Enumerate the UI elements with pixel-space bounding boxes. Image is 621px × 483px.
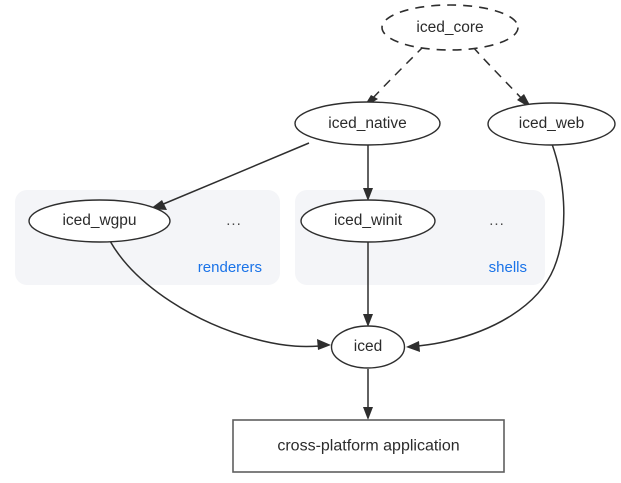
- node-iced-core-label: iced_core: [416, 19, 483, 36]
- node-iced-wgpu[interactable]: iced_wgpu: [28, 199, 171, 243]
- node-iced-wgpu-shape[interactable]: [28, 199, 171, 243]
- edge-iced-native-to-iced-winit: [363, 145, 373, 201]
- node-iced-web-label: iced_web: [519, 115, 585, 132]
- cluster-shells-label: shells: [489, 259, 527, 276]
- node-cross-platform-application-label: cross-platform application: [277, 438, 459, 455]
- cluster-renderers-ellipsis: ...: [226, 212, 242, 229]
- node-iced-winit-label: iced_winit: [334, 212, 403, 229]
- node-cross-platform-application[interactable]: cross-platform application: [232, 419, 505, 473]
- edge-iced-core-to-iced-web: [472, 46, 532, 109]
- node-iced-native[interactable]: iced_native: [294, 101, 441, 146]
- node-iced-native-shape[interactable]: [294, 101, 441, 146]
- node-iced-core[interactable]: iced_core: [381, 4, 519, 51]
- edge-iced-web-to-iced-line: [417, 143, 565, 347]
- edge-iced-wgpu-to-iced-line: [109, 240, 321, 348]
- cluster-renderers-label: renderers: [198, 259, 262, 276]
- edge-iced-native-to-iced-wgpu-line: [160, 142, 310, 206]
- edge-iced-core-to-iced-native-line: [370, 45, 425, 101]
- node-iced-winit-shape[interactable]: [300, 199, 436, 243]
- node-cross-platform-application-shape[interactable]: [232, 419, 505, 473]
- node-iced-core-shape[interactable]: [381, 4, 519, 51]
- edge-iced-wgpu-to-iced-arrowhead: [317, 339, 331, 350]
- edge-iced-wgpu-to-iced: [109, 240, 331, 350]
- edge-iced-core-to-iced-web-line: [472, 46, 525, 102]
- edge-iced-to-app: [363, 369, 373, 420]
- edge-iced-winit-to-iced-arrowhead: [363, 314, 373, 327]
- node-iced-label: iced: [354, 338, 382, 355]
- node-iced[interactable]: iced: [330, 325, 406, 369]
- node-iced-web-shape[interactable]: [487, 102, 616, 146]
- edge-iced-native-to-iced-winit-arrowhead: [363, 188, 373, 201]
- node-iced-web[interactable]: iced_web: [487, 102, 616, 146]
- node-iced-shape[interactable]: [330, 325, 406, 369]
- edge-iced-web-to-iced-arrowhead: [406, 341, 420, 352]
- node-iced-native-label: iced_native: [328, 115, 406, 132]
- edge-iced-web-to-iced: [406, 143, 565, 352]
- edge-iced-core-to-iced-native: [363, 45, 425, 108]
- edge-iced-to-app-arrowhead: [363, 407, 373, 420]
- node-iced-wgpu-label: iced_wgpu: [62, 212, 136, 229]
- edge-iced-winit-to-iced: [363, 242, 373, 327]
- node-iced-winit[interactable]: iced_winit: [300, 199, 436, 243]
- cluster-shells-ellipsis: ...: [489, 212, 505, 229]
